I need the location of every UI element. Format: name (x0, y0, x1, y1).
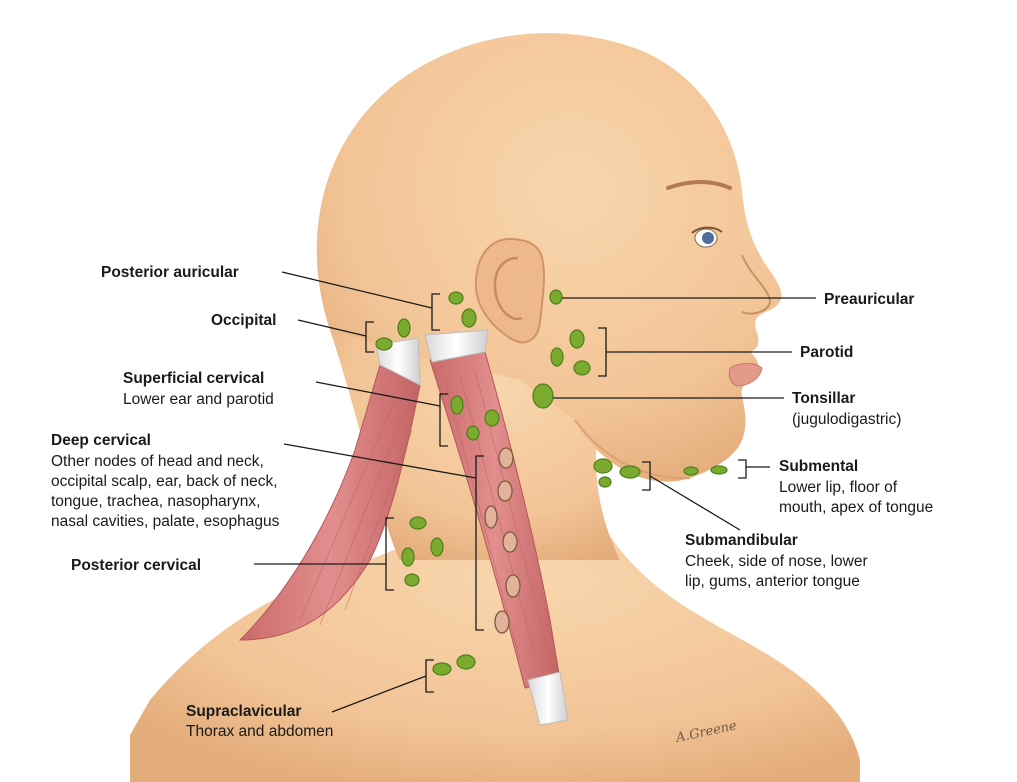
node-posterior-cervical (430, 537, 444, 557)
label-submandibular-line: lip, gums, anterior tongue (685, 573, 860, 590)
node-posterior-cervical (404, 573, 420, 587)
leader-submandibular (649, 475, 741, 531)
label-superficial-cervical: Superficial cervical (123, 370, 264, 387)
label-posterior-cervical: Posterior cervical (71, 557, 201, 574)
label-submental: Submental (779, 458, 858, 475)
node-submandibular (593, 458, 613, 474)
labels: Posterior auricular Occipital Superficia… (51, 264, 933, 746)
lips (728, 363, 763, 387)
bracket-deep-cervical (475, 455, 484, 631)
node-parotid (569, 329, 585, 349)
label-deep-cervical-line: Other nodes of head and neck, (51, 453, 264, 470)
sternocleidomastoid-tendon-bottom (527, 671, 569, 726)
leader-supraclavicular (331, 675, 427, 713)
ear (474, 238, 545, 344)
node-submental (683, 466, 699, 476)
node-deep-cervical (497, 480, 513, 502)
leader-superficial-cervical (315, 381, 441, 407)
label-preauricular: Preauricular (824, 291, 914, 308)
label-tonsillar: Tonsillar (792, 390, 855, 407)
label-deep-cervical-line: nasal cavities, palate, esophagus (51, 513, 280, 530)
label-supraclavicular: Supraclavicular (186, 703, 301, 720)
node-posterior-cervical (401, 547, 415, 567)
label-submandibular: Submandibular (685, 532, 798, 549)
label-supraclavicular-desc: Thorax and abdomen (186, 723, 333, 740)
node-submental (710, 465, 728, 475)
node-occipital (397, 318, 411, 338)
label-submental-line: Lower lip, floor of (779, 479, 898, 496)
nose (741, 254, 772, 315)
ear-inner (493, 256, 523, 321)
sternocleidomastoid-tendon-top (424, 329, 489, 363)
bracket-occipital (365, 321, 374, 353)
node-supraclavicular (456, 654, 476, 670)
label-submental-line: mouth, apex of tongue (779, 499, 933, 516)
node-submandibular (619, 465, 641, 479)
bracket-supraclavicular (425, 659, 434, 693)
label-deep-cervical-line: tongue, trachea, nasopharynx, (51, 493, 260, 510)
node-posterior-auricular (448, 291, 464, 305)
eyelid (691, 226, 723, 234)
node-deep-cervical (494, 610, 510, 634)
node-parotid (573, 360, 591, 376)
node-parotid (550, 347, 564, 367)
leader-posterior-auricular (281, 271, 433, 309)
bracket-posterior-auricular (431, 293, 440, 331)
head (316, 33, 782, 482)
node-tonsillar (532, 383, 554, 409)
leader-deep-cervical (283, 443, 477, 479)
node-deep-cervical (505, 574, 521, 598)
bracket-posterior-cervical (385, 517, 394, 591)
eyebrow (666, 180, 732, 190)
node-superficial-cervical (450, 395, 464, 415)
node-deep-cervical (502, 531, 518, 553)
label-occipital: Occipital (211, 312, 276, 329)
node-occipital (375, 337, 393, 351)
jaw-line (574, 419, 691, 480)
node-posterior-auricular (461, 308, 477, 328)
node-deep-cervical (484, 505, 498, 529)
label-submandibular-line: Cheek, side of nose, lower (685, 553, 868, 570)
label-deep-cervical-line: occipital scalp, ear, back of neck, (51, 473, 278, 490)
node-preauricular (549, 289, 563, 305)
node-posterior-cervical (409, 516, 427, 530)
label-posterior-auricular: Posterior auricular (101, 264, 239, 281)
label-superficial-cervical-desc: Lower ear and parotid (123, 391, 274, 408)
node-supraclavicular (432, 662, 452, 676)
label-parotid: Parotid (800, 344, 853, 361)
trapezius-muscle (238, 364, 421, 641)
bracket-superficial-cervical (439, 393, 448, 447)
node-superficial-cervical (466, 425, 480, 441)
lymph-nodes (375, 289, 728, 676)
node-deep-cervical (498, 447, 514, 469)
label-deep-cervical: Deep cervical (51, 432, 151, 449)
label-tonsillar-desc: (jugulodigastric) (792, 411, 901, 428)
node-superficial-cervical (484, 409, 500, 427)
leader-lines (254, 271, 816, 713)
iris (702, 232, 714, 244)
bracket-submental (738, 459, 747, 479)
leader-occipital (297, 319, 367, 337)
node-submandibular (598, 476, 612, 488)
